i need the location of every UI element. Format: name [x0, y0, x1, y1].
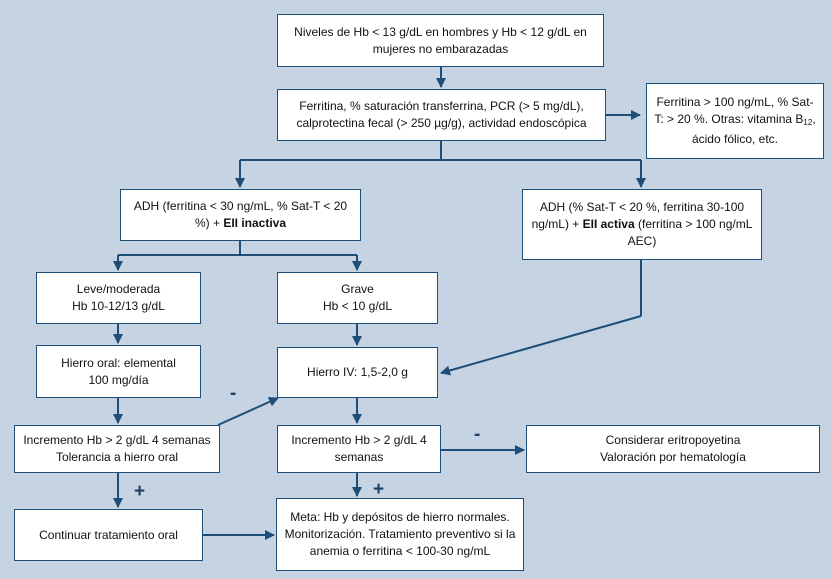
- node-other-causes: Ferritina > 100 ng/mL, % Sat-T: > 20 %. …: [646, 83, 824, 159]
- epo-line2: Valoración por hematología: [600, 450, 746, 464]
- node-epo-text: Considerar eritropoyetina Valoración por…: [600, 432, 746, 466]
- node-continue-oral-text: Continuar tratamiento oral: [39, 527, 178, 542]
- severe-line1: Grave: [341, 282, 374, 296]
- sign-oral-fail: -: [230, 383, 237, 404]
- epo-line1: Considerar eritropoyetina: [605, 433, 741, 447]
- increase-iv-line2: semanas: [334, 450, 384, 464]
- node-epo: Considerar eritropoyetina Valoración por…: [526, 425, 820, 473]
- oral-iron-line1: Hierro oral: elemental: [61, 355, 176, 370]
- arrow-adh-active-to-iv-diagonal: [440, 315, 642, 376]
- goal-line2: Monitorización. Tratamiento preventivo s…: [284, 527, 516, 541]
- increase-iv-line1: Incremento Hb > 2 g/dL 4: [291, 433, 427, 447]
- sign-iv-fail: -: [474, 424, 481, 445]
- sign-iv-success: +: [373, 479, 385, 500]
- node-tests: Ferritina, % saturación transferrina, PC…: [277, 89, 606, 141]
- node-continue-oral: Continuar tratamiento oral: [14, 509, 203, 561]
- node-severe-text: Grave Hb < 10 g/dL: [323, 281, 392, 315]
- node-goal-text: Meta: Hb y depósitos de hierro normales.…: [285, 509, 516, 560]
- node-adh-inactive: ADH (ferritina < 30 ng/mL, % Sat-T < 20 …: [120, 189, 361, 241]
- adh-active-text-after: (ferritina > 100 ng/mL AEC): [627, 217, 753, 248]
- severe-line2: Hb < 10 g/dL: [322, 299, 393, 313]
- increase-oral-line1: Incremento Hb > 2 g/dL 4 semanas: [23, 433, 211, 447]
- node-mild-text: Leve/moderada Hb 10-12/13 g/dL: [72, 281, 165, 315]
- node-increase-iv-text: Incremento Hb > 2 g/dL 4 semanas: [291, 432, 426, 466]
- node-increase-oral-text: Incremento Hb > 2 g/dL 4 semanas Toleran…: [23, 432, 210, 466]
- node-severe: Grave Hb < 10 g/dL: [277, 272, 438, 324]
- node-increase-oral: Incremento Hb > 2 g/dL 4 semanas Toleran…: [14, 425, 220, 473]
- sign-oral-success: +: [134, 481, 146, 502]
- mild-line1: Leve/moderada: [76, 282, 161, 296]
- adh-active-bold: EII activa: [582, 217, 635, 231]
- node-adh-active-text: ADH (% Sat-T < 20 %, ferritina 30-100 ng…: [529, 199, 755, 250]
- node-tests-text: Ferritina, % saturación transferrina, PC…: [296, 99, 587, 130]
- node-other-causes-text: Ferritina > 100 ng/mL, % Sat-T: > 20 %. …: [653, 94, 817, 148]
- other-subscript: 12: [803, 118, 813, 127]
- node-adh-inactive-text: ADH (ferritina < 30 ng/mL, % Sat-T < 20 …: [127, 198, 354, 232]
- node-oral-iron-text: Hierro oral: elemental 100 mg/día: [61, 355, 176, 389]
- other-part2: , ácido fólico, etc.: [691, 112, 816, 146]
- node-start: Niveles de Hb < 13 g/dL en hombres y Hb …: [277, 14, 604, 67]
- node-mild: Leve/moderada Hb 10-12/13 g/dL: [36, 272, 201, 324]
- mild-line2: Hb 10-12/13 g/dL: [72, 299, 165, 313]
- node-iv-iron-text: Hierro IV: 1,5-2,0 g: [307, 365, 408, 379]
- adh-active-text-before: ADH (% Sat-T < 20 %, ferritina 30-100 ng…: [531, 200, 745, 231]
- increase-oral-line2: Tolerancia a hierro oral: [55, 450, 179, 464]
- node-goal: Meta: Hb y depósitos de hierro normales.…: [276, 498, 524, 571]
- node-adh-active: ADH (% Sat-T < 20 %, ferritina 30-100 ng…: [522, 189, 762, 260]
- adh-inactive-text: ADH (ferritina < 30 ng/mL, % Sat-T < 20 …: [133, 199, 348, 230]
- node-oral-iron: Hierro oral: elemental 100 mg/día: [36, 345, 201, 398]
- arrow-oral-fail-to-iv: [217, 397, 279, 426]
- other-part1: Ferritina > 100 ng/mL, % Sat-T: > 20 %. …: [654, 95, 814, 126]
- node-iv-iron: Hierro IV: 1,5-2,0 g: [277, 347, 438, 398]
- node-increase-iv: Incremento Hb > 2 g/dL 4 semanas: [277, 425, 441, 473]
- adh-inactive-bold: EII inactiva: [223, 216, 287, 230]
- goal-line3: anemia o ferritina < 100-30 ng/mL: [309, 544, 491, 558]
- node-start-text: Niveles de Hb < 13 g/dL en hombres y Hb …: [294, 24, 587, 56]
- oral-iron-line2: 100 mg/día: [88, 372, 149, 387]
- goal-line1: Meta: Hb y depósitos de hierro normales.: [290, 510, 510, 524]
